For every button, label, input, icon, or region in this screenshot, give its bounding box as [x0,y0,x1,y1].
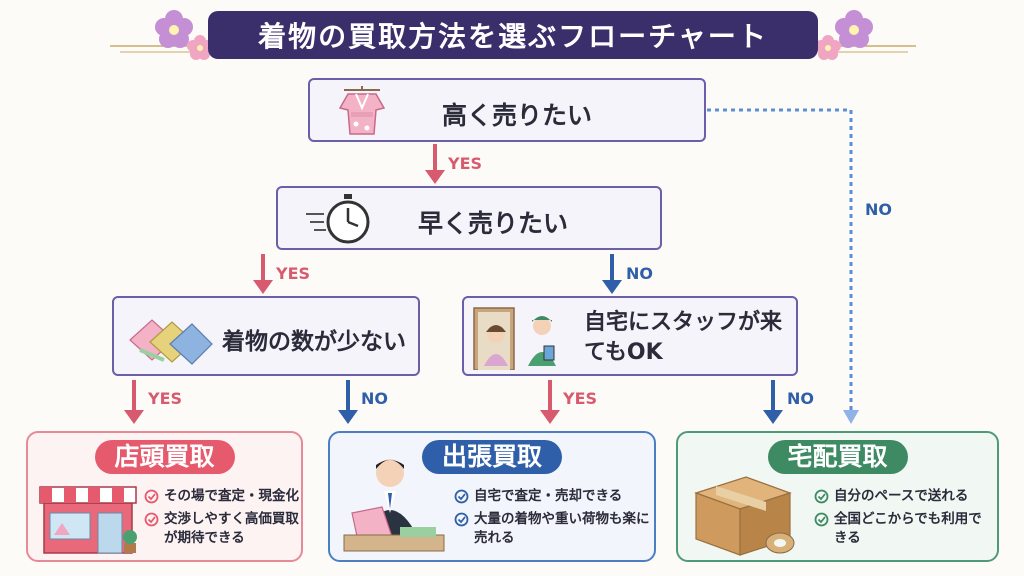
result-delivery-title: 宅配買取 [767,440,908,474]
list-item: 全国どこからでも利用できる [814,510,994,548]
edge-label-no: NO [787,389,814,408]
list-item: 自宅で査定・売却できる [454,487,650,506]
page-title: 着物の買取方法を選ぶフローチャート [258,20,768,53]
arrow-few-to-visit [338,380,358,424]
kimono-icon [338,86,386,135]
home-staff-icon [473,307,556,370]
edge-label-no: NO [865,200,892,219]
arrow-fast-to-few [253,254,273,294]
list-item: 交渉しやすく高価買取が期待できる [144,510,304,548]
edge-label-no: NO [626,264,653,283]
decision-high-price-label: 高く売りたい [442,101,593,130]
decision-staff-home: 自宅にスタッフが来てもOK [462,296,798,376]
edge-label-yes: YES [563,389,598,408]
storefront-icon [39,486,137,554]
decision-staff-home-label: 自宅にスタッフが来てもOK [584,310,783,365]
arrow-few-to-store [124,380,144,424]
edge-label-no: NO [361,389,388,408]
plum-blossom-icon [110,10,213,60]
list-item: 自分のペースで送れる [814,487,994,506]
result-visit-title: 出張買取 [421,440,563,474]
decision-fast: 早く売りたい [276,186,662,250]
result-store-points: その場で査定・現金化 交渉しやすく高価買取が期待できる [144,487,304,552]
check-circle-icon [144,489,159,504]
decision-few-kimono-label: 着物の数が少ない [222,329,406,355]
plum-blossom-icon [815,10,916,60]
folded-kimono-icon [129,319,213,365]
check-circle-icon [454,512,469,527]
result-delivery-points: 自分のペースで送れる 全国どこからでも利用できる [814,487,994,552]
arrow-high-to-fast [425,144,445,184]
edge-label-yes: YES [148,389,183,408]
result-store-title: 店頭買取 [94,440,235,474]
arrow-high-to-delivery [707,108,859,424]
check-circle-icon [814,489,829,504]
list-item: 大量の着物や重い荷物も楽に売れる [454,510,650,548]
page-title-banner: 着物の買取方法を選ぶフローチャート [208,11,818,59]
edge-label-yes: YES [448,154,483,173]
decision-fast-label: 早く売りたい [418,209,569,238]
arrow-fast-to-staff [602,254,622,294]
arrow-staff-to-delivery [763,380,783,424]
decision-few-kimono: 着物の数が少ない [112,296,420,376]
check-circle-icon [814,512,829,527]
edge-label-yes: YES [276,264,311,283]
check-circle-icon [454,489,469,504]
list-item: その場で査定・現金化 [144,487,304,506]
result-visit-points: 自宅で査定・売却できる 大量の着物や重い荷物も楽に売れる [454,487,650,552]
arrow-staff-to-visit [540,380,560,424]
check-circle-icon [144,512,159,527]
staff-appraiser-icon [343,459,445,552]
result-store-purchase: 店頭買取 その場で査定・現金化 交渉しやすく高価買取が期待できる [26,431,303,562]
decision-high-price: 高く売りたい [308,78,706,142]
result-home-visit: 出張買取 自宅で査定・売却できる 大量の着物や重い荷物も楽に売れる [328,431,656,562]
cardboard-box-icon [694,476,795,556]
stopwatch-icon [306,194,370,244]
result-delivery: 宅配買取 自分のペースで送れる 全国どこからでも利用できる [676,431,999,562]
potted-plant-icon [123,530,137,553]
